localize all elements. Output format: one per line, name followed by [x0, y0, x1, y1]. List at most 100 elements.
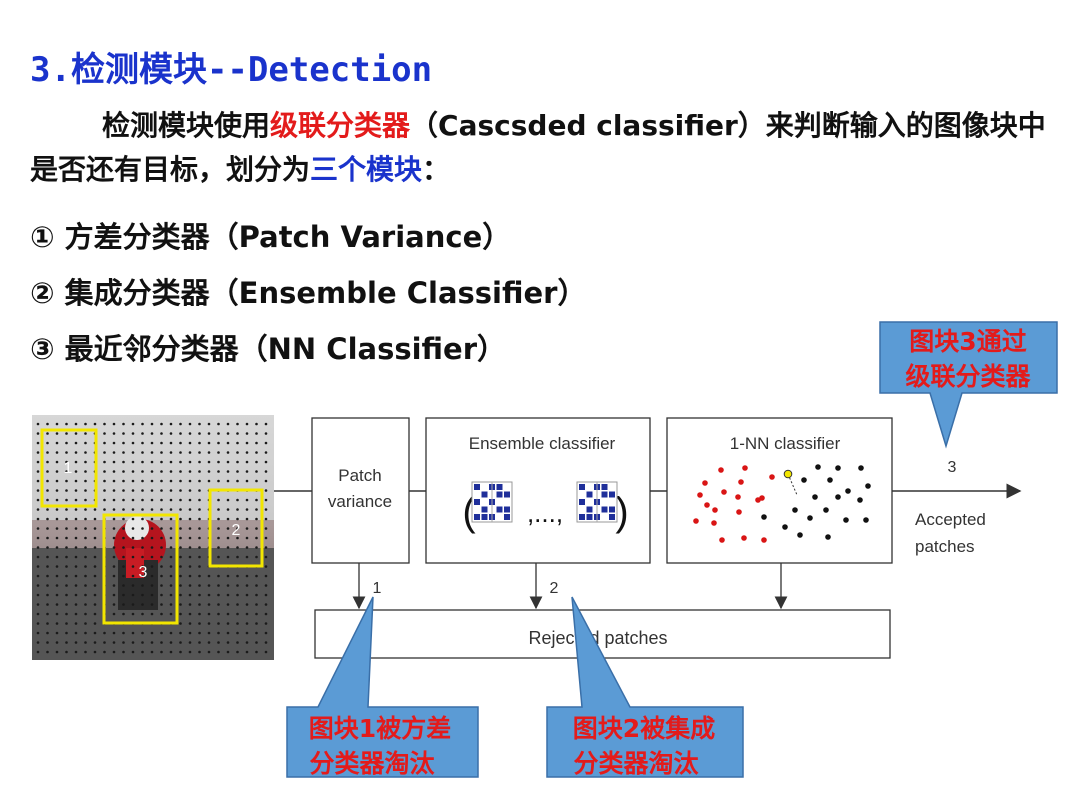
grid-dot: [55, 527, 59, 530]
grid-dot: [217, 536, 220, 540]
grid-dot: [169, 612, 173, 616]
intro-text-3: ：: [422, 153, 451, 186]
grid-dot: [236, 546, 239, 549]
grid-dot: [131, 460, 135, 464]
grid-dot: [131, 593, 135, 597]
reject-number-2: 2: [550, 580, 559, 597]
grid-dot: [169, 517, 173, 521]
grid-dot: [46, 441, 49, 445]
grid-dot: [207, 650, 211, 654]
grid-dot: [141, 593, 144, 597]
grid-dot: [150, 593, 154, 597]
grid-dot: [179, 432, 182, 435]
grid-dot: [46, 432, 49, 435]
grid-dot: [65, 612, 68, 616]
grid-dot: [207, 641, 211, 644]
nn-black-point: [782, 524, 788, 530]
grid-dot: [93, 536, 97, 540]
grid-dot: [131, 517, 135, 521]
grid-dot: [245, 650, 249, 654]
grid-dot: [65, 641, 68, 644]
grid-dot: [74, 479, 78, 483]
grid-dot: [141, 460, 144, 464]
grid-dot: [93, 508, 97, 511]
grid-dot: [179, 565, 182, 568]
grid-dot: [217, 650, 220, 654]
fern-cell: [474, 499, 480, 505]
nn-red-point: [735, 494, 741, 500]
grid-dot: [84, 584, 87, 587]
grid-dot: [150, 584, 154, 587]
grid-dot: [36, 565, 40, 568]
grid-dot: [122, 641, 125, 644]
grid-dot: [36, 622, 40, 625]
grid-dot: [236, 536, 239, 540]
grid-dot: [112, 641, 116, 644]
nn-query-point: [783, 469, 793, 479]
grid-dot: [198, 441, 201, 445]
grid-dot: [188, 498, 192, 502]
grid-dot: [55, 432, 59, 435]
grid-dot: [122, 546, 125, 549]
grid-dot: [236, 498, 239, 502]
grid-dot: [188, 546, 192, 549]
grid-dot: [150, 565, 154, 568]
grid-dot: [217, 527, 220, 530]
grid-dot: [93, 593, 97, 597]
grid-dot: [141, 584, 144, 587]
grid-dot: [46, 479, 49, 483]
grid-dot: [46, 631, 49, 635]
grid-dot: [131, 584, 135, 587]
grid-dot: [141, 555, 144, 559]
grid-dot: [169, 527, 173, 530]
grid-dot: [198, 593, 201, 597]
grid-dot: [198, 631, 201, 635]
grid-dot: [264, 470, 268, 473]
fern-cell: [504, 506, 510, 513]
grid-dot: [198, 422, 201, 426]
grid-dot: [198, 641, 201, 644]
grid-dot: [207, 432, 211, 435]
grid-dot: [112, 441, 116, 445]
grid-dot: [150, 451, 154, 454]
grid-dot: [198, 479, 201, 483]
grid-dot: [245, 593, 249, 597]
grid-dot: [160, 432, 163, 435]
grid-dot: [179, 593, 182, 597]
grid-dot: [245, 631, 249, 635]
nn-black-point: [858, 465, 864, 471]
grid-dot: [55, 565, 59, 568]
grid-dot: [103, 422, 106, 426]
grid-dot: [226, 451, 230, 454]
callout-accept-line2: 级联分类器: [905, 362, 1031, 391]
grid-dot: [236, 441, 239, 445]
grid-dot: [55, 574, 59, 578]
nn-title: 1-NN classifier: [730, 434, 841, 453]
grid-dot: [65, 546, 68, 549]
grid-dot: [255, 650, 258, 654]
grid-dot: [36, 527, 40, 530]
nn-red-point: [712, 507, 718, 513]
grid-dot: [169, 565, 173, 568]
grid-dot: [74, 574, 78, 578]
grid-dot: [141, 574, 144, 578]
grid-dot: [217, 441, 220, 445]
grid-dot: [65, 527, 68, 530]
grid-dot: [112, 603, 116, 606]
grid-dot: [169, 555, 173, 559]
grid-dot: [188, 489, 192, 492]
grid-dot: [84, 422, 87, 426]
grid-dot: [236, 603, 239, 606]
grid-dot: [46, 422, 49, 426]
grid-dot: [160, 451, 163, 454]
nn-black-point: [815, 464, 821, 470]
grid-dot: [36, 517, 40, 521]
grid-dot: [198, 498, 201, 502]
grid-dot: [255, 603, 258, 606]
grid-dot: [179, 479, 182, 483]
grid-dot: [84, 460, 87, 464]
nn-red-point: [755, 497, 761, 503]
grid-dot: [65, 460, 68, 464]
nn-red-point: [741, 535, 747, 541]
grid-dot: [131, 565, 135, 568]
